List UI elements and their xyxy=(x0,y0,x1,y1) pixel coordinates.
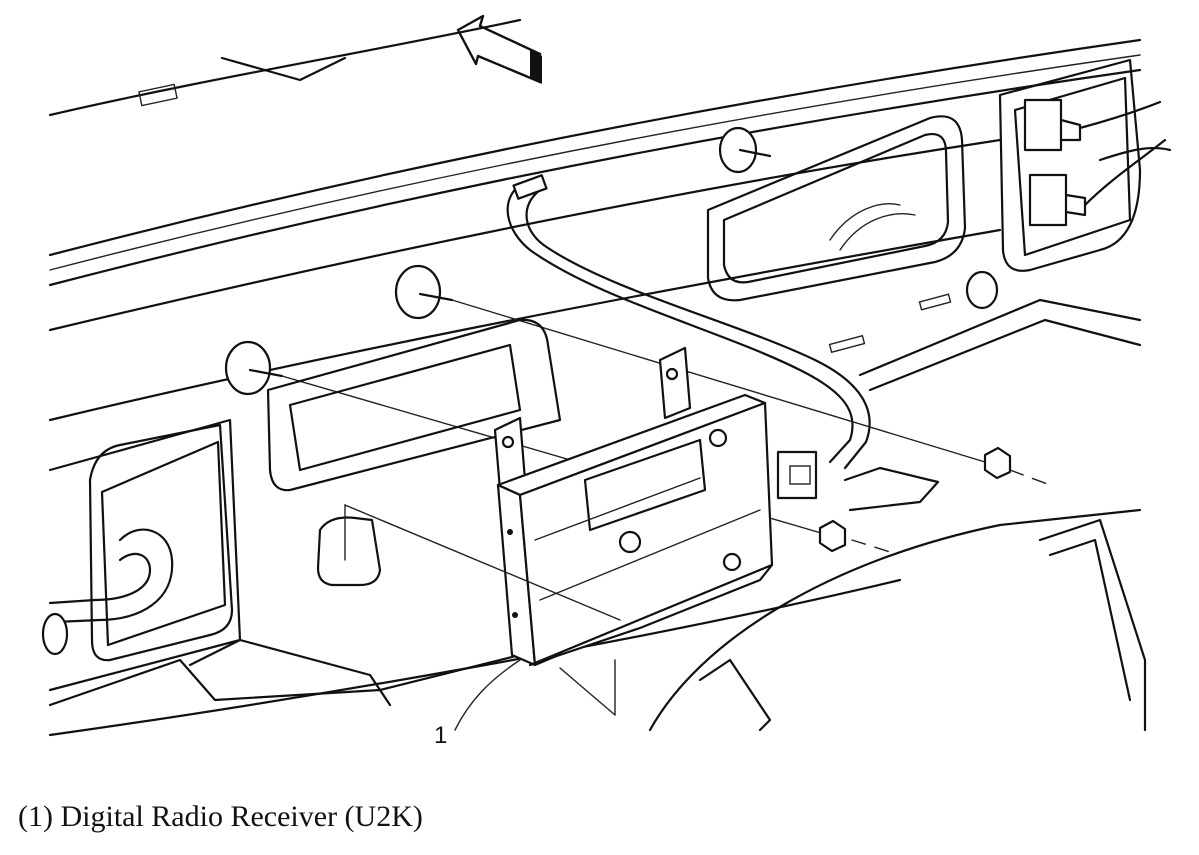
digital-radio-receiver xyxy=(507,401,774,667)
package-tray-panel xyxy=(48,18,1142,422)
bolt-icon xyxy=(224,126,772,396)
body-panel-opening-right xyxy=(706,58,1142,302)
wiring-harness xyxy=(506,174,871,470)
legend-caption: (1) Digital Radio Receiver (U2K) xyxy=(18,800,423,833)
radio-receiver-bracket xyxy=(493,346,767,667)
receiver-connector-icon xyxy=(776,450,940,512)
harness-left xyxy=(41,528,174,656)
callout-leader-1 xyxy=(454,659,521,731)
detail-frame-lines xyxy=(344,504,621,716)
electrical-connector-icon xyxy=(1023,98,1172,227)
nut-icon xyxy=(818,446,1012,553)
exploded-view-illustration: 1 xyxy=(41,14,1172,749)
forward-arrow-icon xyxy=(456,14,542,84)
trunk-floor xyxy=(648,270,1147,732)
lower-body-panel xyxy=(48,318,902,737)
callout-number-1: 1 xyxy=(434,722,448,749)
